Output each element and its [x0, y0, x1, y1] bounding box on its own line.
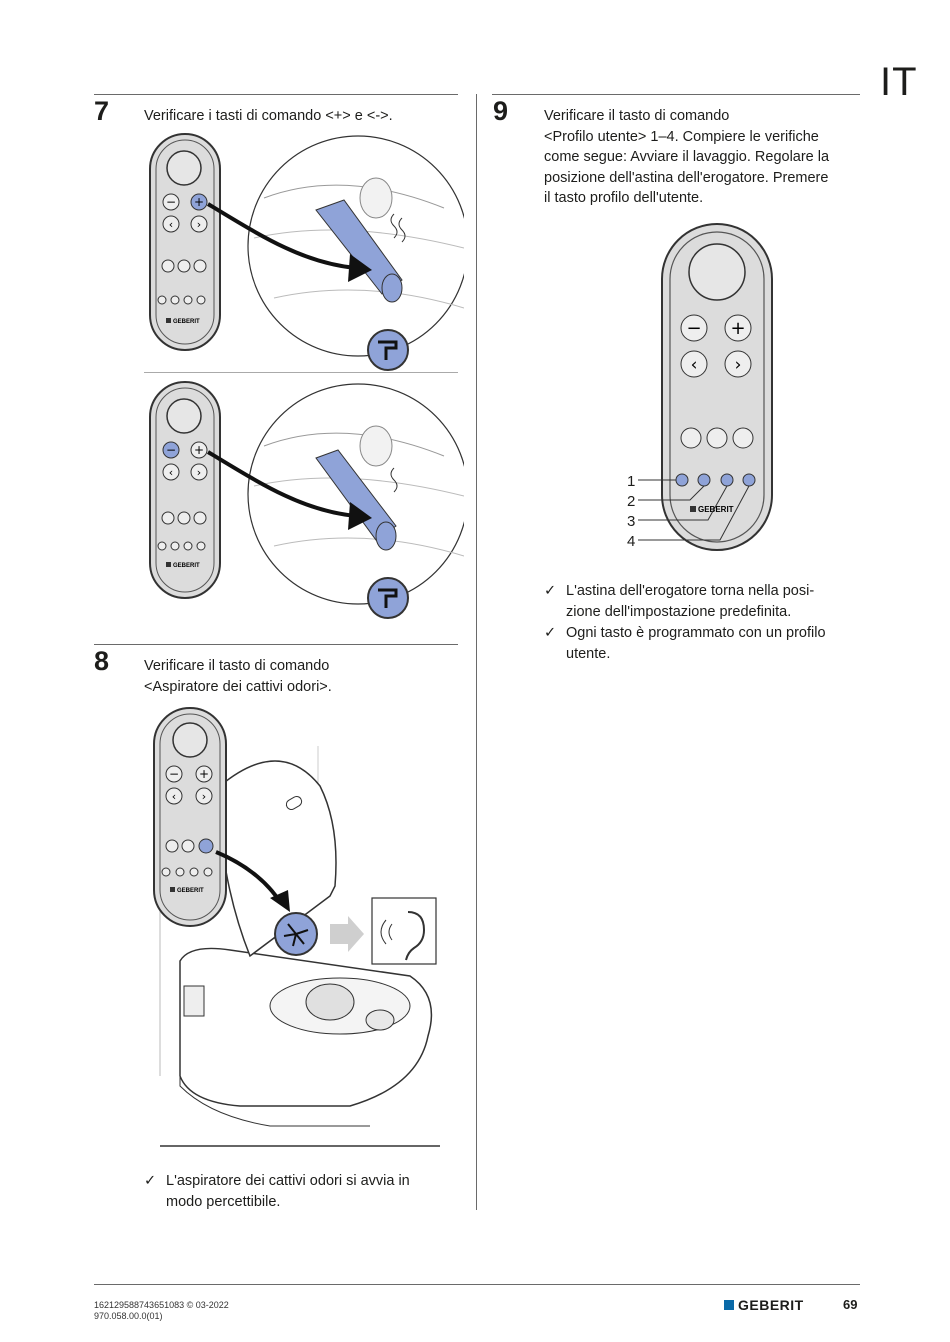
step9-result1-line1: L'astina dell'erogatore torna nella posi… [566, 583, 815, 599]
remote-brand-label: GEBERIT [173, 563, 200, 569]
step9-result2-line2: utente. [566, 646, 611, 662]
svg-text:−: − [166, 195, 176, 209]
step9-result2-line1: Ogni tasto è programmato con un profilo [566, 625, 826, 641]
step8-result-line2: modo percettibile. [166, 1194, 281, 1210]
svg-text:‹: ‹ [172, 790, 176, 803]
remote-brand-label: GEBERIT [698, 505, 734, 514]
step7-instruction: Verificare i tasti di comando <+> e <->. [144, 108, 393, 124]
check-mark-icon: ✓ [544, 583, 557, 599]
svg-text:‹: ‹ [169, 218, 173, 231]
language-tag: IT [880, 60, 918, 104]
svg-text:‹: ‹ [169, 466, 173, 479]
svg-text:‹: ‹ [691, 355, 698, 375]
svg-text:›: › [735, 355, 742, 375]
step7-number: 7 [94, 96, 110, 126]
brand-square-icon [724, 1300, 734, 1310]
svg-text:›: › [197, 218, 201, 231]
brand-logo: GEBERIT [724, 1297, 804, 1313]
step9-rule [492, 94, 860, 95]
step7-figure-minus: − + ‹ › GEBERIT [144, 376, 469, 622]
toilet-nozzle-illustration: − + ‹ › GEBERIT [149, 133, 469, 371]
step8-number: 8 [94, 646, 110, 676]
step9-line5: il tasto profilo dell'utente. [544, 190, 704, 206]
check-mark-icon: ✓ [144, 1173, 157, 1189]
step7-figure-plus: − + ‹ › GEBERIT [144, 128, 469, 374]
remote-control-illustration: − + ‹ › GEBERIT [638, 223, 773, 551]
step9-instruction: Verificare il tasto di comando <Profilo … [544, 106, 829, 209]
step7-rule [94, 94, 458, 95]
svg-text:+: + [199, 767, 209, 781]
callout-4: 4 [627, 533, 636, 550]
brand-name: GEBERIT [738, 1297, 804, 1313]
step9-result-1: ✓ L'astina dell'erogatore torna nella po… [544, 581, 815, 623]
step8-result-line1: L'aspiratore dei cattivi odori si avvia … [166, 1173, 410, 1189]
remote-brand-label: GEBERIT [173, 319, 200, 325]
document-id-line2: 970.058.00.0(01) [94, 1311, 163, 1321]
step9-line4: posizione dell'astina dell'erogatore. Pr… [544, 169, 829, 186]
step7-figure-separator [144, 372, 458, 373]
remote-brand-label: GEBERIT [177, 888, 204, 894]
svg-text:−: − [166, 443, 176, 457]
step8-instruction-line1: Verificare il tasto di comando [144, 658, 330, 674]
toilet-nozzle-illustration-minus: − + ‹ › GEBERIT [149, 381, 469, 619]
svg-text:›: › [202, 790, 206, 803]
svg-text:+: + [730, 318, 745, 339]
step9-line3: come segue: Avviare il lavaggio. Regolar… [544, 149, 830, 165]
page-number: 69 [843, 1297, 858, 1312]
document-id: 162129588743651083 © 03-2022 970.058.00.… [94, 1300, 229, 1322]
toilet-odour-illustration: − + ‹ › GEBERIT [153, 707, 440, 1147]
step8-instruction-line2: <Aspiratore dei cattivi odori>. [144, 679, 332, 695]
step8-result: ✓ L'aspiratore dei cattivi odori si avvi… [144, 1171, 410, 1213]
svg-text:+: + [194, 195, 204, 209]
callout-2: 2 [627, 493, 636, 510]
step8-figure-odour-extraction: − + ‹ › GEBERIT [150, 706, 450, 1154]
step9-line1: Verificare il tasto di comando [544, 108, 730, 124]
footer-rule [94, 1284, 860, 1285]
callout-1: 1 [627, 473, 636, 490]
step8-rule [94, 644, 458, 645]
svg-text:−: − [686, 318, 701, 339]
svg-text:−: − [169, 767, 179, 781]
step9-figure-remote: − + ‹ › GEBERIT [620, 222, 780, 554]
document-id-line1: 162129588743651083 © 03-2022 [94, 1300, 229, 1310]
step9-line2: <Profilo utente> 1–4. Compiere le verifi… [544, 128, 819, 145]
step9-result1-line2: zione dell'impostazione predefinita. [566, 604, 792, 620]
column-divider [476, 94, 477, 1210]
step9-result-2: ✓ Ogni tasto è programmato con un profil… [544, 623, 826, 665]
step9-number: 9 [493, 96, 509, 126]
svg-text:+: + [194, 443, 204, 457]
check-mark-icon: ✓ [544, 625, 557, 641]
svg-text:›: › [197, 466, 201, 479]
callout-3: 3 [627, 513, 636, 530]
